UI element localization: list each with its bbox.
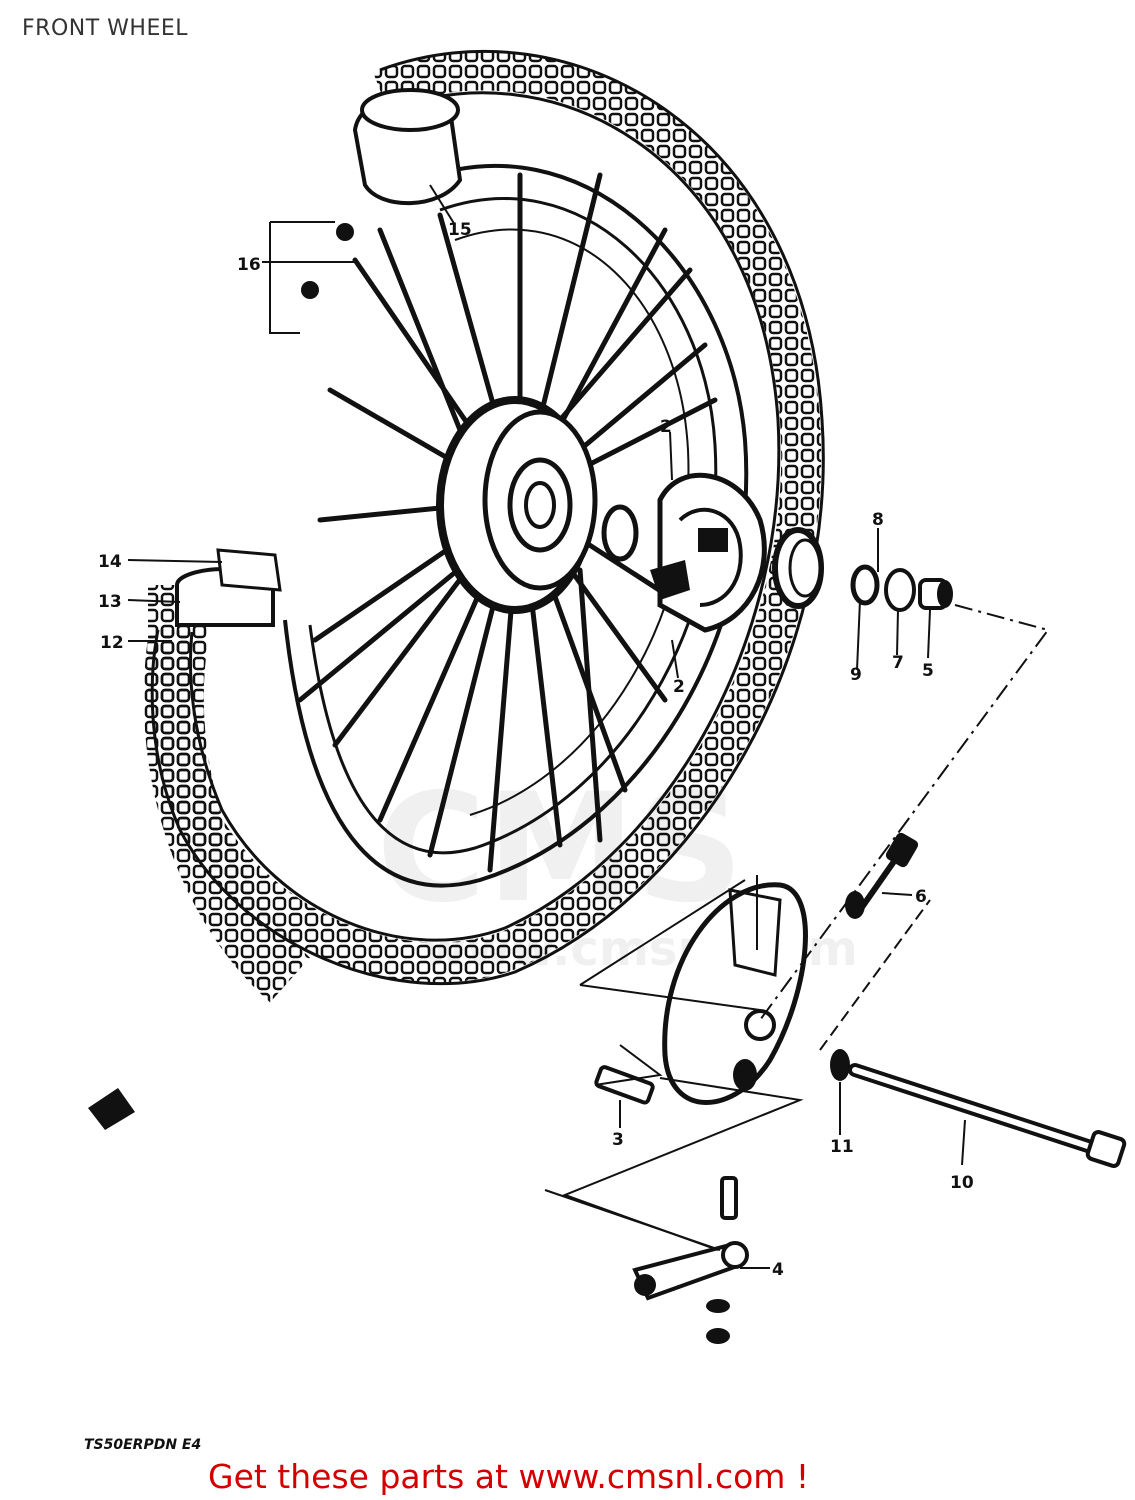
callout-4: 4 — [772, 1260, 784, 1280]
callout-5: 5 — [922, 661, 934, 681]
callout-3: 3 — [612, 1130, 624, 1150]
front-direction-arrow-icon — [88, 1088, 135, 1130]
brake-panel — [662, 882, 808, 1105]
diagram-code: TS50ERPDN E4 — [84, 1437, 202, 1453]
brake-lever — [632, 1176, 749, 1344]
rim — [283, 163, 749, 888]
callout-2a: 2 — [660, 417, 672, 437]
brake-shoes — [650, 472, 767, 633]
hub — [436, 396, 598, 614]
callout-13: 13 — [98, 592, 122, 612]
callout-9: 9 — [850, 665, 862, 685]
page-title: FRONT WHEEL — [22, 16, 188, 41]
brake-cam — [594, 1065, 655, 1105]
callout-2b: 2 — [673, 677, 685, 697]
axle — [848, 1063, 1127, 1168]
callout-8: 8 — [872, 510, 884, 530]
callout-6: 6 — [915, 887, 927, 907]
callout-15: 15 — [448, 220, 472, 240]
axle-spacer-parts — [850, 564, 953, 612]
hub-bearing — [601, 504, 639, 562]
axle-washer — [830, 1049, 850, 1081]
footer-parts-link[interactable]: Get these parts at www.cmsnl.com ! — [208, 1457, 810, 1496]
callout-12: 12 — [100, 633, 124, 653]
leader-lines — [127, 184, 966, 1269]
assembly-lines — [544, 604, 1050, 1251]
callout-7: 7 — [892, 653, 904, 673]
rim-band-part — [352, 88, 463, 206]
callout-11: 11 — [830, 1137, 854, 1157]
callout-10: 10 — [950, 1173, 974, 1193]
oil-seal — [772, 527, 824, 609]
callout-labels: 2 2 3 4 5 6 7 8 9 10 11 12 13 14 15 16 — [98, 220, 974, 1280]
callout-14: 14 — [98, 552, 122, 572]
tyre-tube-section — [143, 548, 311, 1003]
callout-16: 16 — [237, 255, 261, 275]
cable-adjuster — [845, 832, 919, 919]
spoke-nipples — [262, 221, 355, 334]
